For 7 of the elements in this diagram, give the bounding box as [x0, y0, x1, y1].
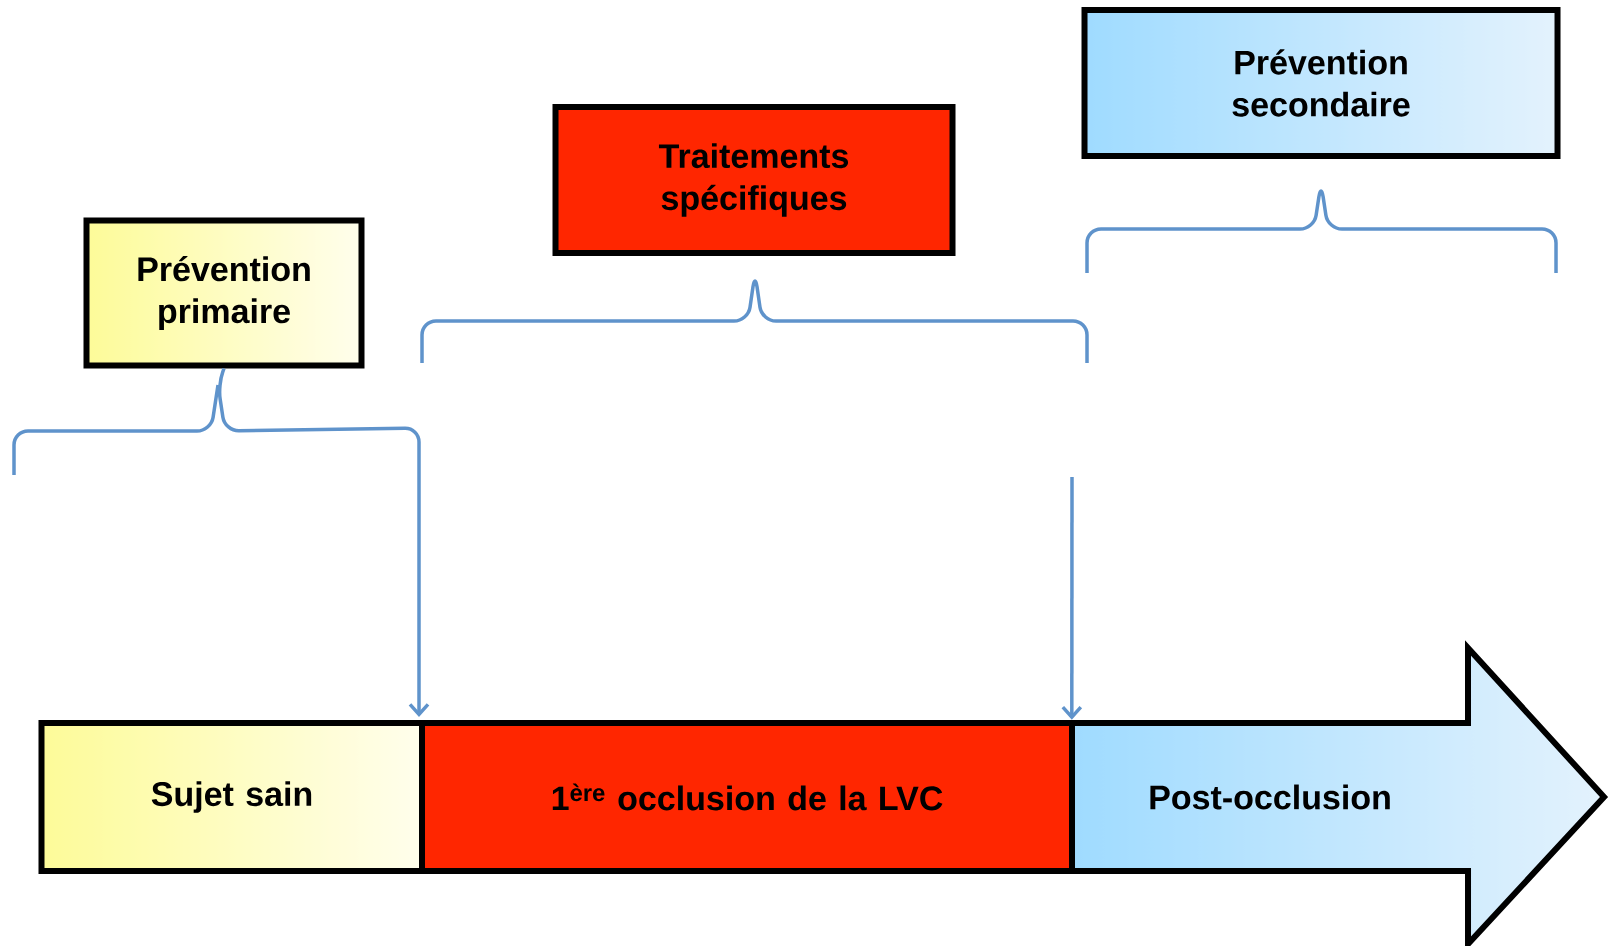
- arrow: [217, 367, 430, 717]
- phase-box: Traitements spécifiques: [552, 104, 956, 256]
- timeline-segment: Sujet sain: [38, 720, 426, 874]
- phase-box: Prévention secondaire: [1081, 7, 1561, 159]
- arrow: [1061, 477, 1083, 720]
- timeline-segment: 1$^{ère}$ occlusion de la LVC: [419, 720, 1075, 874]
- phase-box: Prévention primaire: [83, 217, 365, 369]
